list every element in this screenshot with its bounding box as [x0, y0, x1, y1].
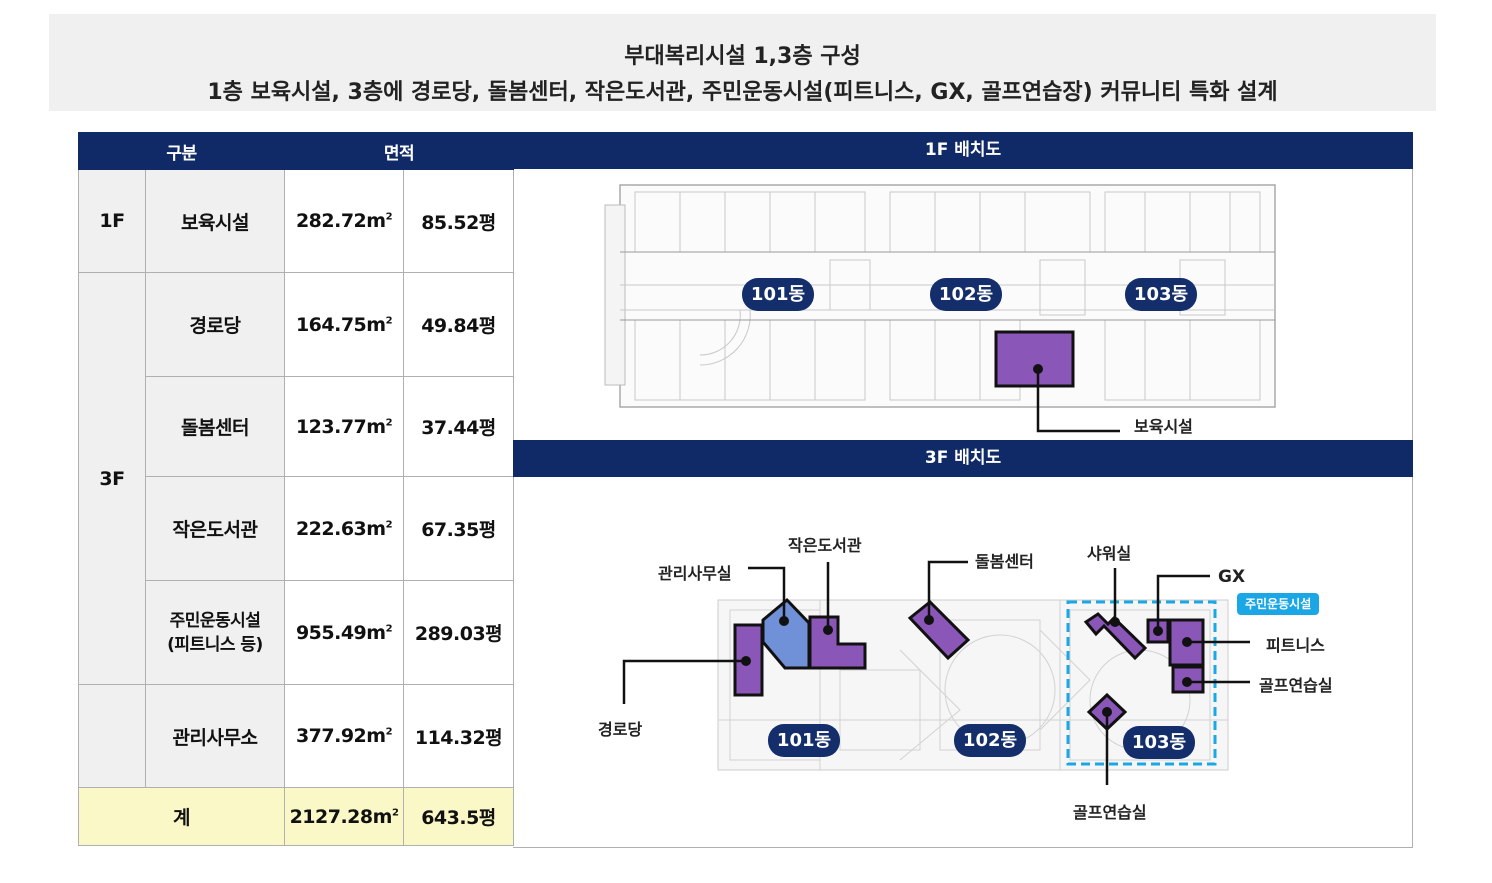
table-row: 3F 경로당 164.75m2 49.84평 [78, 272, 514, 685]
area-sqm: 955.49m2 [284, 580, 404, 685]
area-pyeong: 49.84평 [403, 272, 514, 377]
table-row: 1F 보육시설 282.72m2 85.52평 [78, 169, 514, 273]
label-senior-center: 경로당 [598, 720, 643, 739]
fitness-zone-badge: 주민운동시설 [1237, 593, 1320, 615]
building-103-label-3f: 103동 [1123, 726, 1195, 759]
table-row: 돌봄센터 123.77m2 37.44평 [79, 376, 514, 477]
label-library: 작은도서관 [788, 536, 862, 555]
facility-markers-3f [622, 560, 1250, 785]
page-title: 부대복리시설 1,3층 구성 [624, 44, 861, 69]
table-row: 주민운동시설(피트니스 등) 955.49m2 289.03평 [79, 580, 514, 685]
label-fitness: 피트니스 [1266, 636, 1325, 655]
floor-label-empty [78, 684, 146, 788]
header-category: 구분 [78, 132, 285, 170]
facility-name: 작은도서관 [145, 476, 285, 581]
area-pyeong: 289.03평 [403, 580, 514, 685]
childcare-label: 보육시설 [1134, 417, 1193, 436]
label-golf-right: 골프연습실 [1259, 676, 1333, 695]
area-pyeong: 85.52평 [403, 169, 514, 273]
building-101-label-1f: 101동 [742, 278, 814, 311]
total-sqm: 2127.28m2 [284, 787, 404, 846]
header-area: 면적 [284, 132, 514, 170]
label-gx: GX [1218, 567, 1246, 587]
total-label: 계 [78, 787, 285, 846]
plan-3f-header: 3F 배치도 [513, 440, 1413, 477]
building-102-label-1f: 102동 [930, 278, 1002, 311]
label-shower: 샤워실 [1087, 544, 1132, 563]
area-sqm: 222.63m2 [284, 476, 404, 581]
total-row: 계 2127.28m2 643.5평 [78, 787, 514, 846]
building-103-label-1f: 103동 [1125, 278, 1197, 311]
facility-name: 주민운동시설(피트니스 등) [145, 580, 285, 685]
building-101-label-3f: 101동 [768, 724, 840, 757]
childcare-marker [994, 330, 1120, 433]
floor-label-3f: 3F [78, 272, 146, 685]
area-pyeong: 37.44평 [403, 376, 514, 477]
label-care-center: 돌봄센터 [975, 552, 1034, 571]
facility-name: 경로당 [145, 272, 285, 377]
facility-name: 돌봄센터 [145, 376, 285, 477]
area-sqm: 164.75m2 [284, 272, 404, 377]
title-banner: 부대복리시설 1,3층 구성 1층 보육시설, 3층에 경로당, 돌봄센터, 작… [49, 14, 1436, 111]
building-102-label-3f: 102동 [954, 724, 1026, 757]
label-office: 관리사무실 [658, 564, 732, 583]
area-sqm: 123.77m2 [284, 376, 404, 477]
facility-name: 보육시설 [145, 169, 285, 273]
table-row: 작은도서관 222.63m2 67.35평 [79, 476, 514, 581]
area-pyeong: 114.32평 [403, 684, 514, 788]
facility-name: 관리사무소 [145, 684, 285, 788]
label-golf-bottom: 골프연습실 [1073, 803, 1147, 822]
area-pyeong: 67.35평 [403, 476, 514, 581]
area-sqm: 282.72m2 [284, 169, 404, 273]
floor-label-1f: 1F [78, 169, 146, 273]
page-subtitle: 1층 보육시설, 3층에 경로당, 돌봄센터, 작은도서관, 주민운동시설(피트… [207, 80, 1278, 105]
total-pyeong: 643.5평 [403, 787, 514, 846]
area-sqm: 377.92m2 [284, 684, 404, 788]
area-table: 구분 면적 1F 보육시설 282.72m2 85.52평 3F 경로당 164… [78, 132, 514, 846]
plan-1f-header: 1F 배치도 [513, 132, 1413, 169]
table-row: 관리사무소 377.92m2 114.32평 [78, 684, 514, 788]
